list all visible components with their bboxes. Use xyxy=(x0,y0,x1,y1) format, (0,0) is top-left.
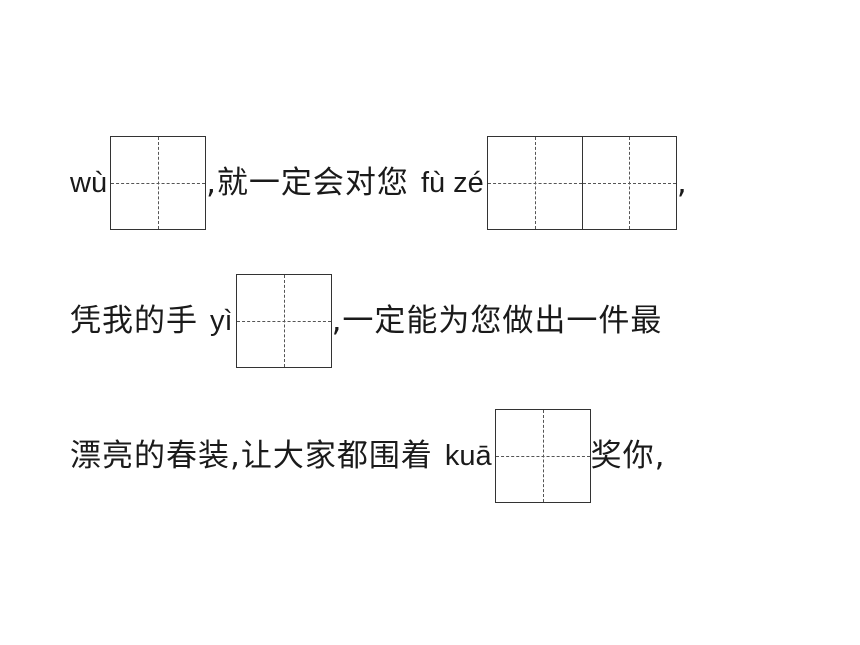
sentence-line-1: wù ,就一定会对您 fù zé , xyxy=(70,135,688,231)
sentence-line-2: 凭我的手 yì ,一定能为您做出一件最 xyxy=(70,273,662,369)
tianzige-cell xyxy=(487,137,582,229)
sentence-text: ,就一定会对您 xyxy=(206,164,409,201)
pinyin-fuze: fù zé xyxy=(420,166,484,199)
sentence-text: 漂亮的春装,让大家都围着 xyxy=(70,437,433,474)
sentence-text: 奖你, xyxy=(590,437,666,474)
tianzige-box-wu[interactable] xyxy=(110,136,207,230)
tianzige-box-yi[interactable] xyxy=(235,274,332,368)
tianzige-cell xyxy=(236,275,331,367)
pinyin-yi: yì xyxy=(210,304,233,337)
pinyin-kua: kuā xyxy=(444,439,492,472)
tianzige-cell xyxy=(495,410,590,502)
tianzige-cell xyxy=(581,137,676,229)
sentence-line-3: 漂亮的春装,让大家都围着 kuā 奖你, xyxy=(70,408,665,504)
sentence-text: 凭我的手 xyxy=(70,302,198,339)
pinyin-wu: wù xyxy=(70,166,108,199)
sentence-text: ,一定能为您做出一件最 xyxy=(331,302,663,339)
tianzige-box-kua[interactable] xyxy=(494,409,591,503)
tianzige-cell xyxy=(111,137,206,229)
tianzige-box-fuze[interactable] xyxy=(486,136,677,230)
sentence-text: , xyxy=(676,164,688,201)
